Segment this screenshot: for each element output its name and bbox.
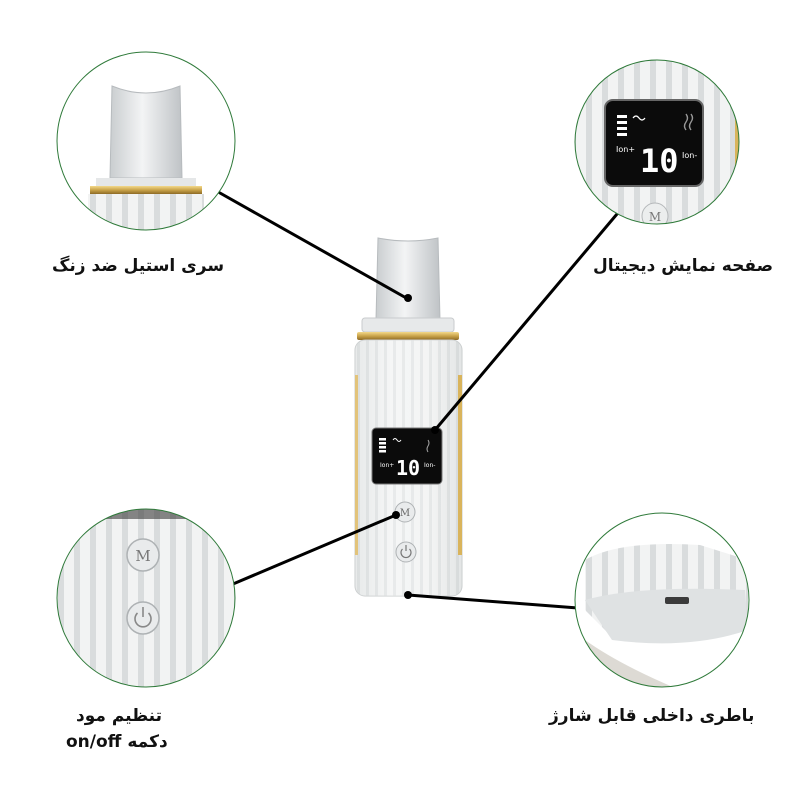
detail-circle-buttons: M	[56, 508, 236, 688]
detail-ion-plus: Ion+	[616, 145, 635, 154]
screen-ion-plus: Ion+	[380, 462, 394, 469]
detail-value: 10	[640, 142, 679, 180]
head-base	[361, 317, 455, 333]
label-battery: باطری داخلی قابل شارژ	[549, 706, 755, 726]
screen-value: 10	[396, 456, 420, 480]
svg-text:M: M	[649, 210, 661, 224]
detail-circle-battery	[574, 512, 750, 688]
svg-text:M: M	[135, 547, 150, 565]
gold-ring	[357, 332, 459, 340]
label-steel-head: سری استیل ضد زنگ	[52, 256, 225, 276]
main-device: Ion+ 10 Ion- M	[354, 237, 463, 597]
screen-ion-minus: Ion-	[424, 462, 435, 469]
steel-head	[375, 237, 441, 321]
leader-lines	[218, 191, 619, 610]
mode-button-letter: M	[400, 508, 410, 519]
label-digital-display: صفحه نمایش دیجیتال	[593, 256, 774, 276]
detail-circle-display: Ion+ 10 Ion- M	[574, 59, 740, 225]
power-button[interactable]	[395, 541, 417, 563]
label-mode-setting: تنظیم مود	[76, 706, 162, 726]
device-screen: Ion+ 10 Ion-	[371, 427, 443, 485]
detail-ion-minus: Ion-	[682, 151, 697, 160]
gold-side-strip	[458, 375, 462, 555]
detail-circle-head	[56, 51, 236, 231]
label-onoff-button: دکمه on/off	[66, 732, 168, 752]
power-icon	[400, 545, 412, 559]
